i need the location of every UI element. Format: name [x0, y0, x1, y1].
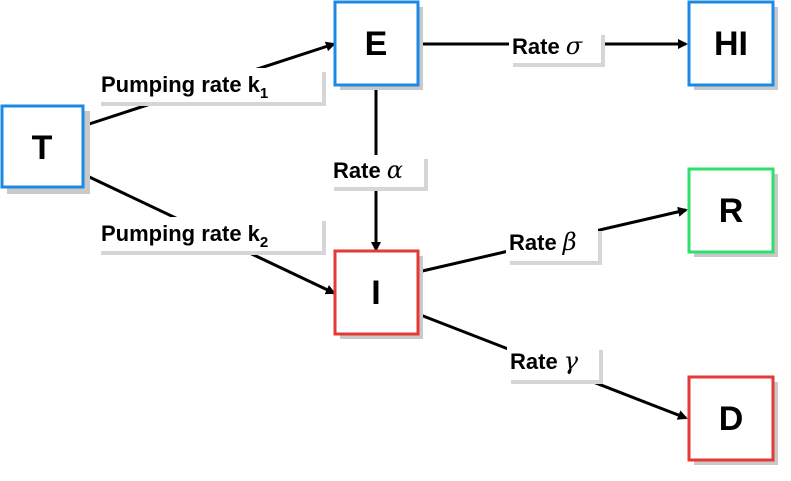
edge-label-beta-symbol: β: [562, 228, 577, 256]
svg-text:Rate γ: Rate γ: [510, 347, 579, 375]
edge-label-sigma: Rate σ: [509, 31, 605, 67]
node-hi: HI: [687, 0, 778, 90]
node-i-label: I: [371, 274, 380, 312]
edge-label-alpha-text: Rate: [333, 158, 387, 183]
svg-text:Rate σ: Rate σ: [512, 32, 583, 60]
svg-text:Rate α: Rate α: [333, 156, 403, 184]
edge-label-k1: Pumping rate k1: [97, 68, 326, 106]
node-d-box: [687, 375, 775, 462]
edge-label-beta: Rate β: [506, 227, 602, 265]
node-e-label: E: [365, 25, 388, 63]
node-r: R: [687, 167, 778, 257]
node-e-box: [333, 0, 420, 87]
edge-label-k2-sub: 2: [260, 234, 268, 251]
node-d-label: D: [719, 400, 744, 438]
node-t-box: [0, 104, 85, 189]
edge-label-k1-sub: 1: [260, 85, 268, 102]
edge-label-gamma-text: Rate: [510, 349, 564, 374]
node-e: E: [333, 0, 423, 90]
edge-label-sigma-symbol: σ: [566, 32, 583, 60]
svg-text:Pumping rate k1: Pumping rate k1: [101, 72, 268, 102]
edge-label-sigma-text: Rate: [512, 34, 566, 59]
node-r-box: [687, 167, 775, 254]
edge-label-gamma-symbol: γ: [564, 347, 579, 375]
node-i: I: [333, 249, 423, 339]
svg-text:Pumping rate k2: Pumping rate k2: [101, 221, 268, 251]
edge-label-k2-text: Pumping rate k: [101, 221, 261, 246]
node-t-label: T: [32, 129, 53, 167]
node-hi-label: HI: [714, 25, 748, 63]
node-t: T: [0, 104, 90, 194]
node-i-box: [333, 249, 420, 336]
node-d: D: [687, 375, 778, 465]
edge-label-gamma: Rate γ: [507, 346, 603, 384]
node-hi-box: [687, 0, 775, 87]
edge-label-alpha: Rate α: [330, 155, 428, 191]
svg-text:Rate β: Rate β: [509, 228, 577, 256]
edge-label-k1-text: Pumping rate k: [101, 72, 261, 97]
edge-label-beta-text: Rate: [509, 230, 563, 255]
edge-label-alpha-symbol: α: [387, 156, 403, 184]
edge-label-k2: Pumping rate k2: [97, 217, 326, 255]
node-r-label: R: [719, 192, 744, 230]
